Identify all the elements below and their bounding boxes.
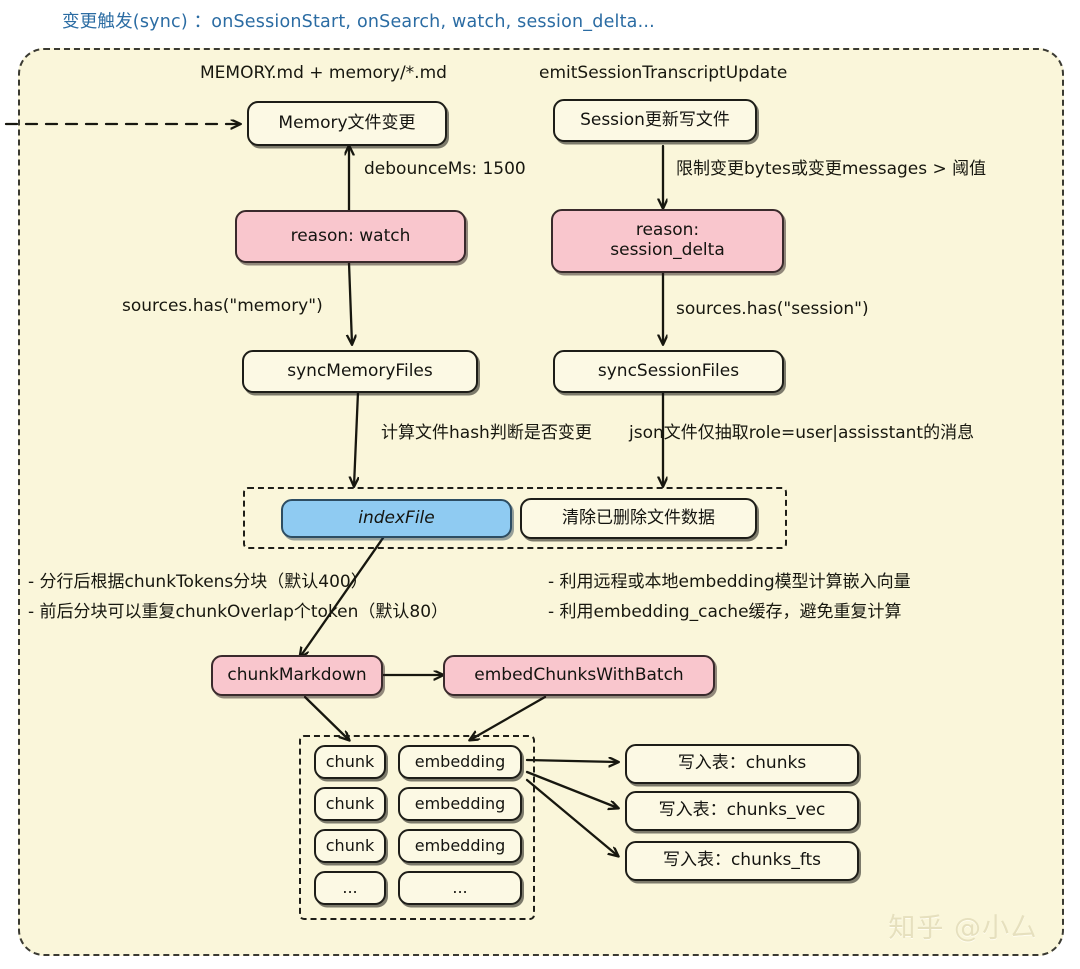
node-reason-watch[interactable]: reason: watch (235, 210, 466, 263)
node-sync-session-files[interactable]: syncSessionFiles (553, 350, 784, 393)
node-memory-change[interactable]: Memory文件变更 (247, 101, 447, 146)
embedding-cell[interactable]: embedding (398, 829, 522, 863)
label-embed-note-2: - 利用embedding_cache缓存，避免重复计算 (548, 602, 902, 622)
embedding-cell[interactable]: ... (398, 871, 522, 905)
chunk-column: chunk chunk chunk ... (314, 745, 386, 905)
node-write-table-chunks-fts[interactable]: 写入表：chunks_fts (625, 841, 859, 881)
label-embed-note-1: - 利用远程或本地embedding模型计算嵌入向量 (548, 572, 911, 592)
label-chunk-note-2: - 前后分块可以重复chunkOverlap个token（默认80） (28, 602, 449, 622)
index-stage-group (243, 487, 787, 549)
embedding-cell[interactable]: embedding (398, 787, 522, 821)
node-write-table-chunks[interactable]: 写入表：chunks (625, 744, 859, 784)
label-sources-has-memory: sources.has("memory") (122, 296, 323, 316)
node-embed-chunks[interactable]: embedChunksWithBatch (443, 655, 715, 696)
label-jsonl-extract: json文件仅抽取role=user|assisstant的消息 (629, 423, 975, 443)
label-emit-session: emitSessionTranscriptUpdate (539, 63, 788, 83)
node-chunk-markdown[interactable]: chunkMarkdown (211, 655, 383, 696)
label-session-threshold: 限制变更bytes或变更messages > 阈值 (676, 159, 987, 179)
label-sources-has-session: sources.has("session") (676, 299, 869, 319)
watermark: 知乎 @小厶 (888, 913, 1038, 944)
node-reason-session-delta-line1: reason: (635, 220, 700, 241)
chunk-cell[interactable]: chunk (314, 829, 386, 863)
node-clear-deleted[interactable]: 清除已删除文件数据 (520, 498, 757, 539)
label-debounce-ms: debounceMs: 1500 (364, 159, 526, 179)
chunk-cell[interactable]: chunk (314, 745, 386, 779)
page-title: 变更触发(sync) ：onSessionStart, onSearch, wa… (62, 12, 655, 32)
chunk-embedding-group (299, 735, 535, 920)
node-session-write[interactable]: Session更新写文件 (553, 99, 757, 142)
node-write-table-chunks-vec[interactable]: 写入表：chunks_vec (625, 791, 859, 831)
node-index-file[interactable]: indexFile (281, 499, 512, 538)
label-memory-sources: MEMORY.md + memory/*.md (200, 63, 447, 83)
label-chunk-note-1: - 分行后根据chunkTokens分块（默认400） (28, 572, 368, 592)
embedding-column: embedding embedding embedding ... (398, 745, 522, 905)
label-file-hash: 计算文件hash判断是否变更 (381, 423, 592, 443)
chunk-cell[interactable]: ... (314, 871, 386, 905)
embedding-cell[interactable]: embedding (398, 745, 522, 779)
node-sync-memory-files[interactable]: syncMemoryFiles (242, 350, 478, 393)
node-reason-session-delta-line2: session_delta (610, 240, 725, 260)
chunk-cell[interactable]: chunk (314, 787, 386, 821)
node-reason-session-delta[interactable]: reason: session_delta (551, 209, 784, 273)
